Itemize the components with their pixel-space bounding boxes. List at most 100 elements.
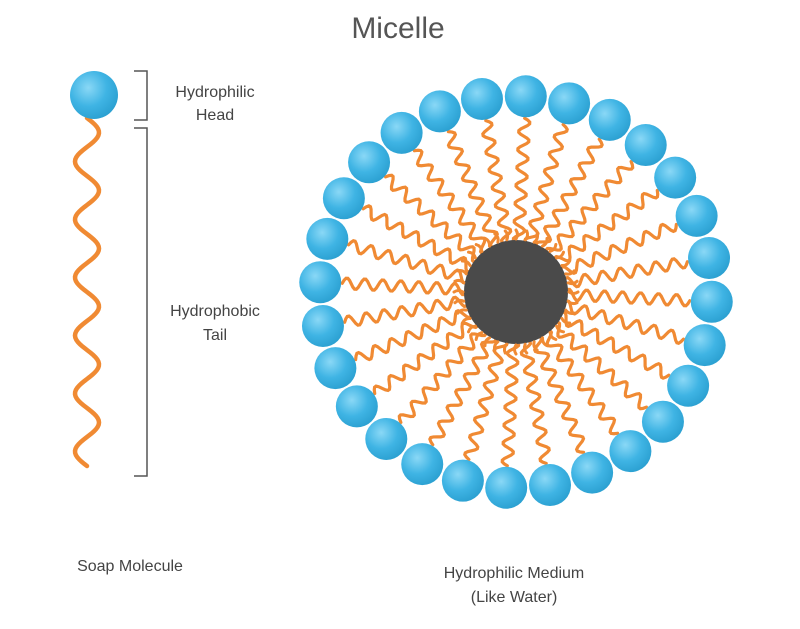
micelle-heads [299, 75, 733, 509]
core-tail-end [555, 250, 565, 260]
hydrophobic-core [464, 240, 568, 344]
micelle-tail [558, 222, 678, 276]
micelle-head [529, 464, 572, 507]
micelle-head [504, 75, 547, 118]
core-tail-end [532, 340, 539, 352]
soap-molecule [70, 71, 118, 469]
micelle-tail [500, 338, 521, 468]
micelle-head [667, 364, 710, 407]
core-tail-end [467, 324, 477, 334]
tail-label-line2: Tail [203, 327, 227, 344]
core-tail-end [560, 259, 572, 268]
tail-bracket [134, 127, 148, 477]
micelle-head [641, 400, 684, 443]
hydrophilic-head [70, 71, 118, 119]
core-tail-end [567, 290, 580, 295]
core-tail-end [541, 236, 549, 248]
micelle-tail [428, 332, 498, 447]
micelle-tails [340, 116, 692, 468]
micelle-tail [412, 148, 490, 256]
micelle-head [460, 77, 503, 120]
micelle-head [688, 236, 731, 279]
micelle-head [624, 124, 667, 167]
core-tail-end [460, 316, 472, 325]
micelle-head [301, 305, 344, 348]
core-tail-end [513, 343, 518, 356]
micelle-head [380, 111, 423, 154]
micelle-head [441, 459, 484, 502]
micelle-head [401, 443, 444, 486]
micelle-head [348, 141, 391, 184]
micelle-tail [552, 188, 660, 266]
head-label-line2: Head [196, 107, 234, 124]
micelle-head [654, 156, 697, 199]
micelle-head [306, 217, 349, 260]
micelle-head [335, 385, 378, 428]
micelle-head [588, 98, 631, 141]
core-tail-end [560, 317, 572, 325]
core-tail-end [522, 342, 529, 355]
core-tail-end [514, 228, 519, 241]
micelle-tail [532, 334, 586, 454]
micelle-head [571, 451, 614, 494]
micelle-tail [383, 173, 482, 264]
core-tail-end [474, 331, 484, 341]
tail-label-line1: Hydrophobic [170, 303, 260, 320]
micelle-head [314, 347, 357, 390]
micelle-tail [544, 159, 635, 258]
micelle-tail [343, 295, 471, 327]
micelle-tail [397, 326, 488, 425]
core-tail-end [548, 243, 558, 253]
core-tail-end [456, 269, 468, 276]
core-tail-end [452, 289, 465, 294]
micelle-tail [481, 119, 513, 247]
micelle-head [299, 261, 342, 304]
micelle-tail [556, 310, 671, 380]
core-tail-end [483, 336, 491, 348]
micelle-tail [534, 137, 604, 252]
micelle-head [683, 324, 726, 367]
hydrophobic-tail [72, 115, 102, 469]
micelle-tail [562, 287, 692, 308]
core-tail-end [493, 340, 500, 352]
micelle-tail [523, 122, 569, 248]
head-bracket [134, 70, 148, 121]
core-tail-end [453, 298, 466, 305]
micelle-head [690, 280, 733, 323]
micelle [299, 75, 733, 509]
core-tail-end [453, 278, 466, 285]
core-tail-ends [452, 228, 580, 356]
micelle-head [418, 90, 461, 133]
core-tail-end [493, 232, 500, 244]
micelle-tail [463, 336, 509, 462]
micelle-tail [542, 328, 620, 436]
micelle-tail [361, 204, 476, 274]
soap-molecule-caption: Soap Molecule [77, 558, 183, 575]
core-tail-end [566, 279, 579, 286]
micelle-tail [519, 337, 551, 465]
micelle-tail [511, 116, 532, 246]
core-tail-end [564, 308, 576, 315]
core-tail-end [467, 250, 477, 260]
core-tail-end [474, 243, 484, 253]
micelle-tail [354, 308, 474, 362]
micelle-tail [560, 299, 686, 345]
diagram-title: Micelle [351, 12, 444, 45]
core-tail-end [564, 269, 576, 276]
core-tail-end [483, 236, 492, 248]
micelle-tail [372, 318, 480, 396]
micelle-head [609, 430, 652, 473]
core-tail-end [532, 232, 539, 244]
micelle-head [548, 82, 591, 125]
micelle-head [322, 177, 365, 220]
micelle-tail [561, 257, 689, 289]
head-label-line1: Hydrophilic [175, 84, 254, 101]
core-tail-end [548, 331, 558, 341]
core-tail-end [503, 229, 510, 242]
core-tail-end [502, 342, 509, 355]
micelle-head [675, 194, 718, 237]
micelle-tail [346, 239, 472, 285]
core-tail-end [540, 336, 549, 348]
micelle-caption-line1: Hydrophilic Medium [444, 565, 585, 582]
